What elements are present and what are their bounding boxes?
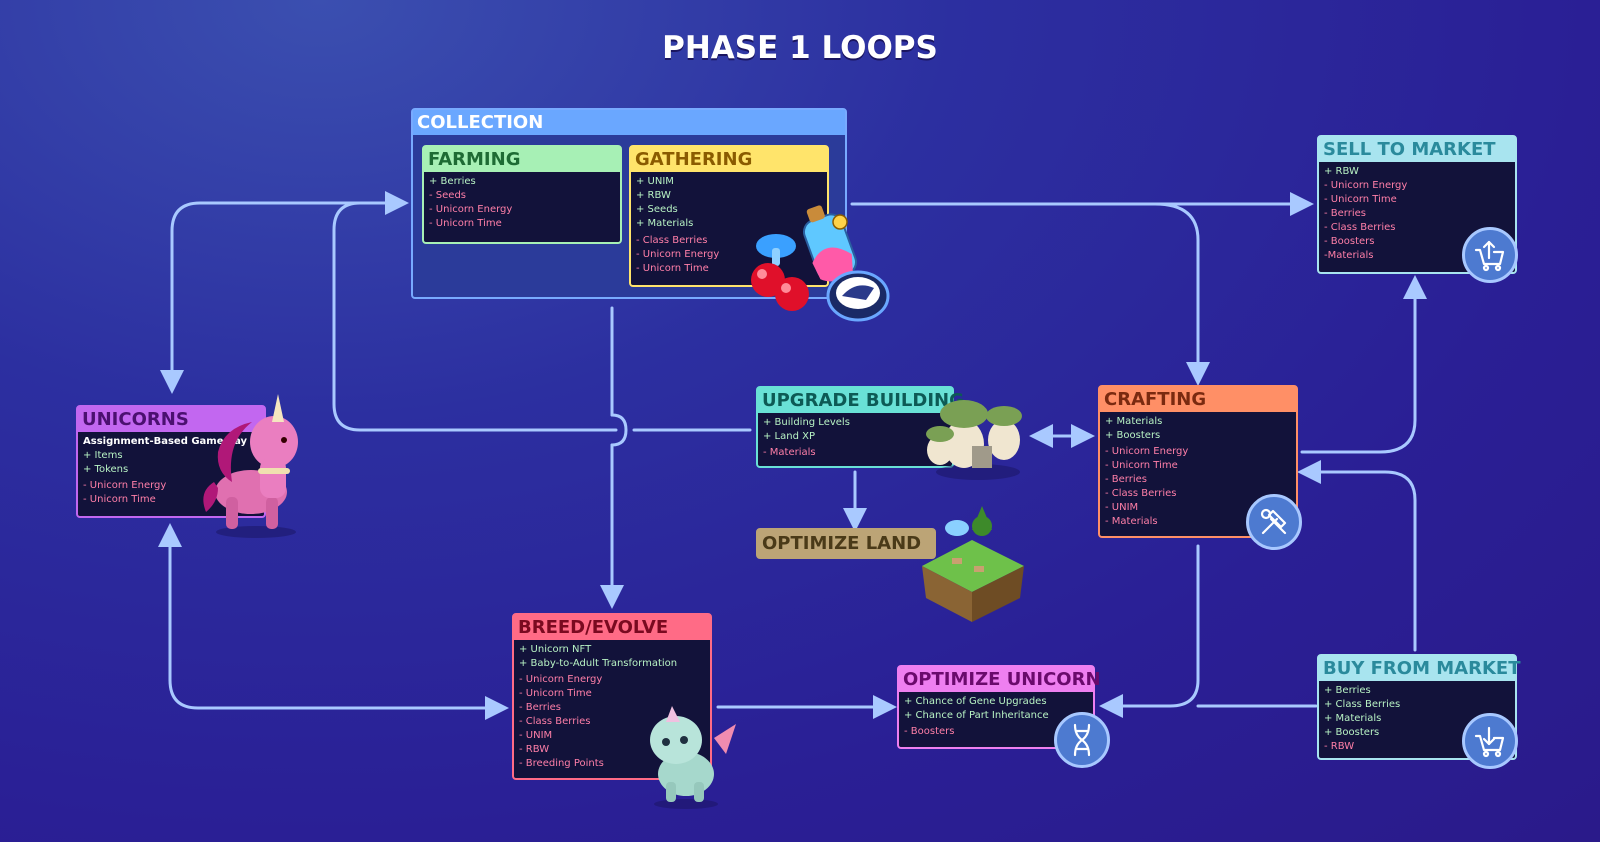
- optimize-unicorn-gain: + Chance of Gene Upgrades: [904, 696, 1047, 707]
- farming-cost: - Seeds: [429, 190, 466, 201]
- gathering-gain: + RBW: [636, 190, 671, 201]
- upgrade-building-header: UPGRADE BUILDING: [758, 388, 964, 413]
- crafting-gain: + Boosters: [1105, 430, 1161, 441]
- breed-cost: - Berries: [519, 702, 561, 713]
- breed-cost: - Breeding Points: [519, 758, 604, 769]
- buy-gain: + Materials: [1324, 713, 1382, 724]
- arrow-buy-to-crafting: [1297, 460, 1417, 652]
- sell-cost: - Class Berries: [1324, 222, 1396, 233]
- farming-header: FARMING: [424, 147, 620, 172]
- unicorns-cost: - Unicorn Energy: [83, 480, 167, 491]
- farming-cost: - Unicorn Energy: [429, 204, 513, 215]
- gathering-items-illustration: [751, 205, 890, 322]
- unicorns-gain: + Items: [83, 450, 123, 461]
- crafting-cost: - UNIM: [1105, 502, 1139, 513]
- crafting-cost: - Unicorn Energy: [1105, 446, 1189, 457]
- unicorns-cost: - Unicorn Time: [83, 494, 156, 505]
- arrow-to-crafting: [1153, 202, 1210, 386]
- pink-unicorn-illustration: [203, 394, 298, 538]
- buy-from-market-badge: [1462, 713, 1518, 769]
- sell-gain: + RBW: [1324, 166, 1359, 177]
- arrow-crafting-to-sell: [1300, 275, 1427, 454]
- sell-cost: - Unicorn Energy: [1324, 180, 1408, 191]
- unicorns-header: UNICORNS: [78, 407, 264, 432]
- mushroom-icon: [756, 234, 796, 266]
- breed-cost: - Unicorn Energy: [519, 674, 603, 685]
- gathering-gain: + Materials: [636, 218, 694, 229]
- upgrade-cost: - Materials: [763, 447, 816, 458]
- breed-evolve-header: BREED/EVOLVE: [514, 615, 710, 640]
- gathering-header: GATHERING: [631, 147, 827, 172]
- buy-from-market-header: BUY FROM MARKET: [1319, 656, 1521, 681]
- diagram-title: PHASE 1 LOOPS: [662, 30, 938, 66]
- buy-gain: + Berries: [1324, 685, 1371, 696]
- potion-icon: [802, 205, 858, 282]
- baby-unicorn-illustration: [650, 706, 736, 809]
- crafting-gain: + Materials: [1105, 416, 1163, 427]
- sell-to-market-box: SELL TO MARKET + RBW - Unicorn Energy - …: [1317, 135, 1517, 274]
- breed-cost: - RBW: [519, 744, 550, 755]
- buy-gain: + Class Berries: [1324, 699, 1401, 710]
- sell-cost: - Unicorn Time: [1324, 194, 1397, 205]
- gathering-cost: - Unicorn Energy: [636, 249, 720, 260]
- gathering-gain: + UNIM: [636, 176, 674, 187]
- optimize-unicorn-header: OPTIMIZE UNICORN: [899, 667, 1101, 692]
- optimize-unicorn-gain: + Chance of Part Inheritance: [904, 710, 1049, 721]
- crafting-cost: - Class Berries: [1105, 488, 1177, 499]
- breed-cost: - Unicorn Time: [519, 688, 592, 699]
- sell-to-market-badge: [1462, 227, 1518, 283]
- optimize-unicorn-badge: [1054, 712, 1110, 768]
- breed-cost: - Class Berries: [519, 716, 591, 727]
- dna-icon: [1073, 723, 1091, 757]
- breed-gain: + Unicorn NFT: [519, 644, 592, 655]
- gathering-cost: - Unicorn Time: [636, 263, 709, 274]
- cart-download-icon: [1474, 726, 1505, 758]
- crafting-cost: - Berries: [1105, 474, 1147, 485]
- arrow-to-unicorns: [160, 201, 402, 394]
- arrow-unicorns-breed: [168, 528, 509, 720]
- token-coin-icon: [826, 270, 890, 322]
- sell-cost: - Boosters: [1324, 236, 1375, 247]
- land-island-illustration: [922, 506, 1024, 622]
- unicorns-gain: + Tokens: [83, 464, 129, 475]
- farming-box: FARMING + Berries - Seeds - Unicorn Ener…: [422, 145, 622, 244]
- arrow-crafting-to-optimize-unicorn: [1099, 544, 1200, 718]
- hammer-wrench-icon: [1260, 508, 1287, 535]
- sell-cost: -Materials: [1324, 250, 1374, 261]
- gathering-gain: + Seeds: [636, 204, 678, 215]
- upgrade-building-box: UPGRADE BUILDING + Building Levels + Lan…: [756, 386, 964, 468]
- optimize-unicorn-cost: - Boosters: [904, 726, 955, 737]
- unicorns-subtitle: Assignment-Based Gameplay: [83, 436, 248, 447]
- crafting-badge: [1246, 494, 1302, 550]
- gathering-cost: - Class Berries: [636, 235, 708, 246]
- breed-cost: - UNIM: [519, 730, 553, 741]
- berries-icon: [751, 263, 809, 311]
- crafting-header: CRAFTING: [1100, 387, 1296, 412]
- sell-to-market-header: SELL TO MARKET: [1319, 137, 1515, 162]
- farming-gain: + Berries: [429, 176, 476, 187]
- optimize-land-box: OPTIMIZE LAND: [756, 528, 936, 559]
- line-hop: [610, 413, 628, 447]
- farming-cost: - Unicorn Time: [429, 218, 502, 229]
- crafting-cost: - Unicorn Time: [1105, 460, 1178, 471]
- crafting-cost: - Materials: [1105, 516, 1158, 527]
- sell-cost: - Berries: [1324, 208, 1366, 219]
- breed-gain: + Baby-to-Adult Transformation: [519, 658, 678, 669]
- buy-gain: + Boosters: [1324, 727, 1380, 738]
- upgrade-gain: + Building Levels: [763, 417, 850, 428]
- collection-header: COLLECTION: [413, 110, 845, 135]
- optimize-land-header: OPTIMIZE LAND: [762, 533, 922, 554]
- cart-upload-icon: [1474, 240, 1505, 272]
- upgrade-gain: + Land XP: [763, 431, 816, 442]
- collection-panel: COLLECTION FARMING + Berries - Seeds - U…: [411, 108, 847, 299]
- buy-cost: - RBW: [1324, 741, 1355, 752]
- buildings-illustration: [926, 400, 1022, 480]
